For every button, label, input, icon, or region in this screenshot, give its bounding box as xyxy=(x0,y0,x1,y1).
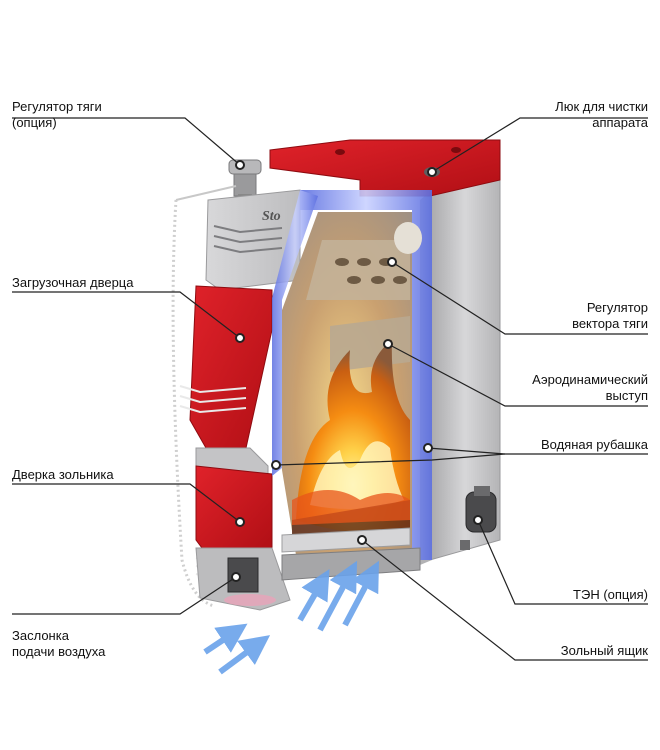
water-jacket-left xyxy=(272,190,318,476)
grate xyxy=(281,527,411,553)
draft-regulator xyxy=(171,159,262,608)
label-heater: ТЭН (опция) xyxy=(573,587,648,603)
label-aero-ledge: Аэродинамический выступ xyxy=(532,372,648,404)
label-line: Заслонка xyxy=(12,628,69,643)
air-damper-glow xyxy=(224,594,276,606)
label-line: Регулятор тяги xyxy=(12,99,102,114)
ash-door[interactable] xyxy=(195,465,273,549)
label-air-damper: Заслонка подачи воздуха xyxy=(12,628,105,660)
label-line: выступ xyxy=(605,388,648,403)
label-line: Загрузочная дверца xyxy=(12,275,134,290)
ember-bed xyxy=(292,490,410,525)
label-ash-door: Дверка зольника xyxy=(12,467,114,483)
top-bolt xyxy=(335,149,345,155)
label-line: вектора тяги xyxy=(572,316,648,331)
flue-opening xyxy=(394,222,422,254)
leader-lines xyxy=(12,117,648,661)
label-line: Аэродинамический xyxy=(532,372,648,387)
label-line: Водяная рубашка xyxy=(540,437,648,452)
loading-door-stripes xyxy=(179,385,247,414)
label-loading-door: Загрузочная дверца xyxy=(12,275,133,291)
label-ash-box: Зольный ящик xyxy=(561,643,648,659)
leader-dots xyxy=(231,160,483,582)
water-jacket xyxy=(300,190,432,560)
label-line: Дверка зольника xyxy=(12,467,114,482)
brand-logo: Sto xyxy=(262,209,281,224)
label-water-jacket: Водяная рубашка xyxy=(541,437,648,453)
loading-door[interactable] xyxy=(189,285,273,449)
draft-vector-regulator xyxy=(306,240,410,300)
label-line: Регулятор xyxy=(586,300,648,315)
label-draft-regulator: Регулятор тяги (опция) xyxy=(12,99,102,131)
front-panel-stripes xyxy=(213,225,283,254)
label-line: Люк для чистки xyxy=(555,99,648,114)
top-lid xyxy=(269,139,501,197)
label-cleaning-hatch: Люк для чистки аппарата xyxy=(555,99,648,131)
label-draft-vector-regulator: Регулятор вектора тяги xyxy=(572,300,648,332)
label-line: ТЭН (опция) xyxy=(573,587,648,602)
label-line: аппарата xyxy=(592,115,648,130)
label-line: подачи воздуха xyxy=(12,644,106,659)
top-bolt xyxy=(451,147,461,153)
label-line: Зольный ящик xyxy=(560,643,648,658)
air-flow-arrows xyxy=(203,560,380,675)
label-line: (опция) xyxy=(12,115,57,130)
